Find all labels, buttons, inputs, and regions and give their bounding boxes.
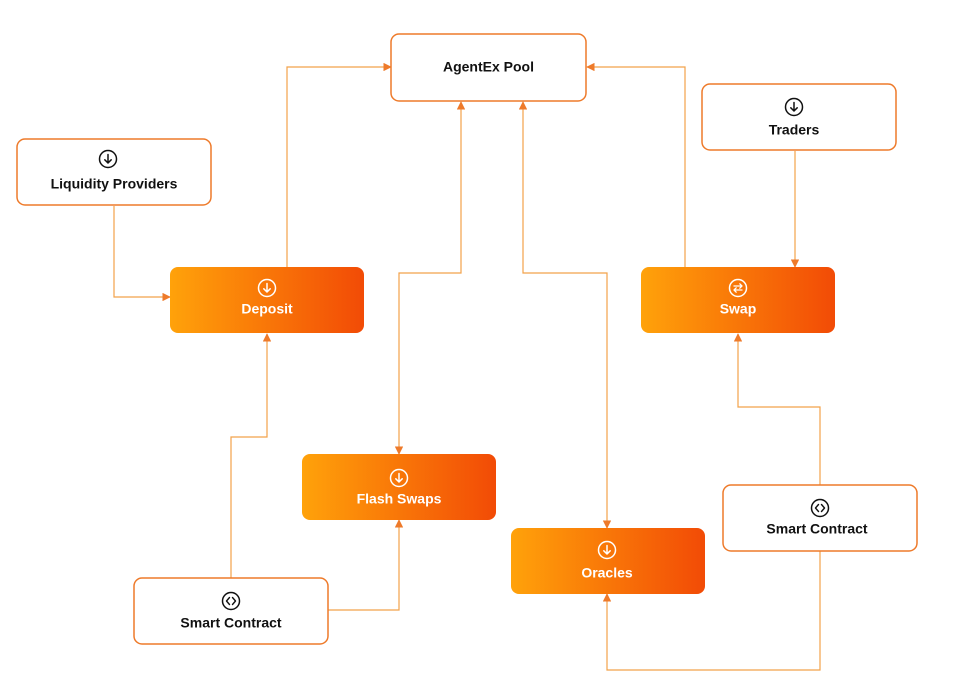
connector-deposit-to-pool [286,62,392,267]
connector-smart-contract-to-deposit [230,333,272,578]
deposit-label: Deposit [241,301,293,317]
arrow-down-circle-icon [98,149,118,169]
connector-smart-contract-to-flash-swaps [328,519,404,611]
connector-pool-flash-swaps [394,101,466,455]
node-liquidity-providers: Liquidity Providers [16,138,212,206]
swap-arrows-icon [728,278,748,298]
code-brackets-icon [221,591,241,611]
connector-swap-to-pool [586,62,686,267]
connector-smart-contract-to-swap [733,333,821,485]
oracles-label: Oracles [581,565,633,581]
arrow-down-circle-icon [784,97,804,117]
node-traders: Traders [701,83,897,151]
traders-label: Traders [769,122,820,138]
arrow-down-circle-icon [597,540,617,560]
code-brackets-icon [810,498,830,518]
node-swap: Swap [641,267,835,333]
node-smart-contract-left: Smart Contract [133,577,329,645]
smart-contract-right-label: Smart Contract [766,521,867,537]
connector-smart-contract-to-oracles [602,551,821,671]
arrow-down-circle-icon [389,468,409,488]
node-flash-swaps: Flash Swaps [302,454,496,520]
connector-liquidity-to-deposit [113,206,171,302]
node-agentex-pool: AgentEx Pool [390,33,587,102]
liquidity-providers-label: Liquidity Providers [51,176,178,192]
agentex-pool-label: AgentEx Pool [443,59,534,75]
node-deposit: Deposit [170,267,364,333]
swap-label: Swap [720,301,757,317]
smart-contract-left-label: Smart Contract [180,615,281,631]
connector-pool-oracles [518,101,612,529]
flash-swaps-label: Flash Swaps [357,491,442,507]
node-oracles: Oracles [511,528,705,594]
node-smart-contract-right: Smart Contract [722,484,918,552]
arrow-down-circle-icon [257,278,277,298]
